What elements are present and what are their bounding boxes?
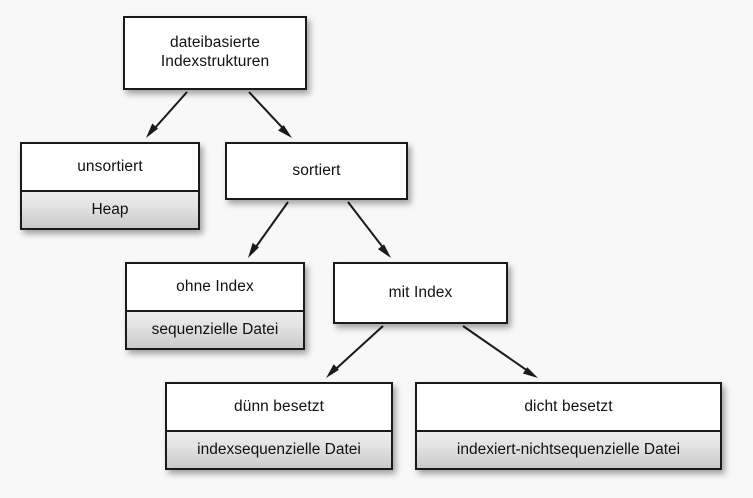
node-dicht-besetzt-title: dicht besetzt — [417, 384, 720, 430]
node-duenn-besetzt-title: dünn besetzt — [167, 384, 391, 430]
node-mit-index: mit Index — [333, 262, 508, 324]
arrow-sortiert-to-ohne-index — [248, 201, 289, 258]
node-sortiert: sortiert — [225, 142, 408, 200]
arrow-root-to-sortiert — [248, 91, 292, 138]
node-root-title: dateibasierte Indexstrukturen — [125, 18, 305, 88]
node-unsortiert-subrow: Heap — [22, 190, 198, 228]
node-duenn-besetzt-subrow: indexsequenzielle Datei — [167, 430, 391, 468]
node-unsortiert-title: unsortiert — [22, 144, 198, 190]
node-ohne-index-subrow: sequenzielle Datei — [127, 310, 303, 348]
node-root: dateibasierte Indexstrukturen — [123, 16, 307, 90]
arrow-sortiert-to-mit-index — [347, 201, 391, 258]
node-ohne-index-title: ohne Index — [127, 264, 303, 310]
node-sortiert-title: sortiert — [227, 144, 406, 198]
arrow-root-to-unsortiert — [146, 91, 188, 138]
arrow-mit-index-to-dicht — [462, 325, 538, 378]
node-dicht-besetzt-subrow: indexiert-nichtsequenzielle Datei — [417, 430, 720, 468]
arrow-mit-index-to-duenn — [326, 325, 384, 378]
node-mit-index-title: mit Index — [335, 264, 506, 322]
